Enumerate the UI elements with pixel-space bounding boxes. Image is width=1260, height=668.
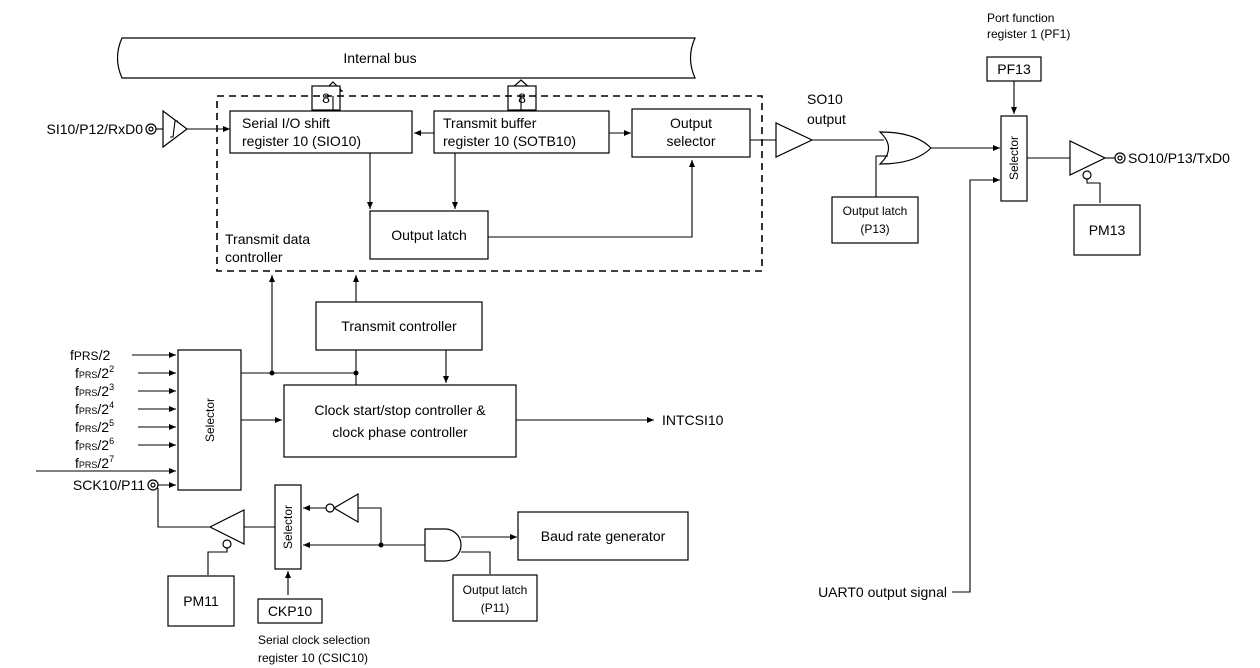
si-pin-label: SI10/P12/RxD0 xyxy=(47,121,144,137)
tdc-label-2: controller xyxy=(225,249,283,265)
sotb10-register xyxy=(433,110,610,154)
sio10-label-1: Serial I/O shift xyxy=(242,115,330,131)
clock-controller xyxy=(283,384,517,458)
output-latch-p11-label-2: (P11) xyxy=(481,601,509,615)
pm11-invert-bubble xyxy=(222,539,232,549)
sotb10-label-1: Transmit buffer xyxy=(443,115,537,131)
internal-bus xyxy=(116,37,696,79)
clock-source-selector-label: Selector xyxy=(203,398,217,442)
output-latch-p13-label-2: (P13) xyxy=(860,222,889,236)
output-latch-p13 xyxy=(831,196,919,244)
si-pin-terminal-inner xyxy=(148,126,154,132)
pm11-box xyxy=(167,575,235,627)
uart0-label: UART0 output signal xyxy=(818,584,947,600)
port-output-selector xyxy=(1000,115,1028,202)
baud-rate-generator-label: Baud rate generator xyxy=(541,528,666,544)
sck-inverter-bubble xyxy=(325,503,335,513)
csic10-label-2: register 10 (CSIC10) xyxy=(258,651,368,665)
output-latch-p11 xyxy=(452,574,538,622)
port-output-selector-label: Selector xyxy=(1007,136,1021,180)
clock-controller-label-2: clock phase controller xyxy=(332,424,468,440)
sck-pin-label: SCK10/P11 xyxy=(73,477,145,493)
ckp10-label: CKP10 xyxy=(268,603,313,619)
fprs-input-6: fPRS/26 xyxy=(75,436,176,453)
fprs-input-4-label: fPRS/24 xyxy=(75,400,114,417)
internal-bus-label: Internal bus xyxy=(343,50,416,66)
output-selector-label-1: Output xyxy=(670,115,712,131)
fprs-input-3-label: fPRS/23 xyxy=(75,382,114,399)
output-selector-label-2: selector xyxy=(666,133,715,149)
fprs-input-4: fPRS/24 xyxy=(75,400,176,417)
output-latch-p11-label-1: Output latch xyxy=(463,583,528,597)
ckp10-box xyxy=(257,598,323,624)
pm13-label: PM13 xyxy=(1089,222,1126,238)
fprs-input-1: fPRS/2 xyxy=(70,347,176,363)
sck-output-buffer-icon xyxy=(208,509,245,545)
pf1-label-1: Port function xyxy=(987,11,1054,25)
so10-pin-buffer-icon xyxy=(1069,140,1107,176)
pm13-invert-bubble xyxy=(1082,170,1092,180)
output-latch-p13-label-1: Output latch xyxy=(843,204,908,218)
fprs-input-2-label: fPRS/22 xyxy=(75,364,114,381)
bus-width-1: 8 xyxy=(322,90,330,106)
fprs-input-7-label: fPRS/27 xyxy=(75,454,114,471)
so10-pin-label: SO10/P13/TxD0 xyxy=(1128,150,1230,166)
transmit-controller xyxy=(315,301,483,351)
or-gate-icon xyxy=(878,131,932,165)
sck-selector xyxy=(274,484,302,570)
baud-rate-generator xyxy=(517,511,689,561)
fprs-input-5: fPRS/25 xyxy=(75,418,176,435)
fprs-input-3: fPRS/23 xyxy=(75,382,176,399)
fprs-input-1-label: fPRS/2 xyxy=(70,347,110,363)
intcsi10-label: INTCSI10 xyxy=(662,412,724,428)
pm11-label: PM11 xyxy=(183,593,219,609)
schmitt-buffer-icon xyxy=(162,109,188,149)
output-latch-internal-label: Output latch xyxy=(391,227,467,243)
pf13-label: PF13 xyxy=(997,61,1031,77)
bus-width-2: 8 xyxy=(518,90,526,106)
sotb10-label-2: register 10 (SOTB10) xyxy=(443,133,576,149)
fprs-input-2: fPRS/22 xyxy=(75,364,176,381)
sck-pin-terminal-inner xyxy=(150,482,156,488)
so10-pin-terminal-inner xyxy=(1117,155,1123,161)
fprs-input-7: fPRS/27 xyxy=(36,454,176,474)
sck-inverter-icon xyxy=(332,492,359,524)
output-latch-internal xyxy=(369,210,489,260)
and-gate-icon xyxy=(424,528,462,562)
so10-label-2: output xyxy=(807,111,846,127)
csic10-label-1: Serial clock selection xyxy=(258,633,370,647)
sio10-label-2: register 10 (SIO10) xyxy=(242,133,361,149)
clock-source-selector xyxy=(177,349,242,491)
transmit-controller-label: Transmit controller xyxy=(341,318,457,334)
output-selector xyxy=(631,108,751,158)
tdc-label-1: Transmit data xyxy=(225,231,310,247)
fprs-input-6-label: fPRS/26 xyxy=(75,436,114,453)
sck-selector-label: Selector xyxy=(281,505,295,549)
so10-output-buffer-icon xyxy=(775,122,814,158)
fprs-input-5-label: fPRS/25 xyxy=(75,418,114,435)
sio10-register xyxy=(229,110,413,154)
bus-width-2-box xyxy=(507,85,537,111)
pf1-label-2: register 1 (PF1) xyxy=(987,27,1070,41)
pm13-box xyxy=(1073,204,1141,256)
bus-width-1-box xyxy=(311,85,341,111)
so10-label-1: SO10 xyxy=(807,91,843,107)
clock-controller-label-1: Clock start/stop controller & xyxy=(314,402,486,418)
